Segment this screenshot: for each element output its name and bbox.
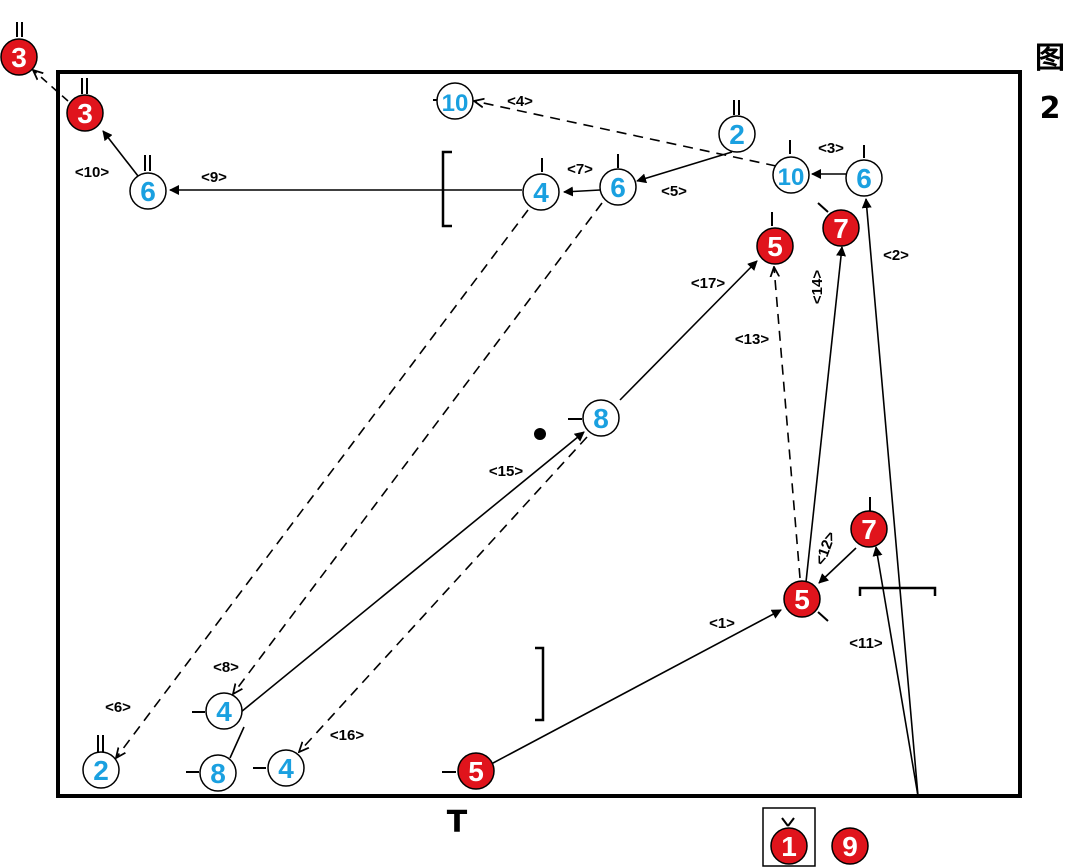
player-blue-6-right: 6 [845,159,883,197]
player-blue-6-left: 6 [129,172,167,210]
step-label-11: <11> [849,635,883,652]
line-step-12 [818,547,857,584]
player-red-5-top: 5 [756,227,794,265]
step-label-17: <17> [691,275,725,292]
player-red-1-bench: 1 [770,827,808,865]
ball-dot [534,428,546,440]
svg-text:5: 5 [767,231,783,262]
svg-text:1: 1 [781,831,797,862]
svg-text:8: 8 [210,758,226,789]
svg-text:4: 4 [278,753,294,784]
line-step-13 [774,267,801,579]
player-blue-4-mid: 4 [522,173,560,211]
line-step-11 [872,546,919,797]
step-labels: <1> <2> <3> <4> <5> <6> <7> <8> <9> <10>… [75,93,909,744]
player-blue-8-center: 8 [582,399,620,437]
player-blue-2-bottom: 2 [82,751,120,789]
svg-text:7: 7 [861,514,877,545]
player-facing-marks [16,22,871,827]
svg-text:4: 4 [533,177,549,208]
line-step-4 [474,101,777,167]
svg-text:10: 10 [778,164,805,191]
step-label-2: <2> [883,247,909,264]
figure-number: 2 [1040,91,1061,126]
line-step-8 [233,202,603,694]
line-step-15b [240,431,585,713]
player-blue-8-bottom: 8 [199,754,237,792]
player-red-9-bench: 9 [831,827,869,865]
player-red-5-bottom: 5 [457,752,495,790]
movement-lines [33,70,919,797]
screen-bracket-top [441,150,452,228]
svg-text:9: 9 [842,831,858,862]
step-label-16: <16> [330,727,364,744]
svg-text:6: 6 [856,163,872,194]
line-step-5 [636,151,733,184]
step-label-12: <12> [812,529,840,567]
line-step-1 [477,609,782,772]
line-step-3-out [33,70,69,102]
svg-text:8: 8 [593,403,609,434]
step-label-10: <10> [75,164,109,181]
player-red-7-low: 7 [850,510,888,548]
step-label-1: <1> [709,615,735,632]
svg-text:2: 2 [93,755,109,786]
step-label-9: <9> [201,169,227,186]
player-blue-2-top: 2 [718,115,756,153]
player-blue-4-bottom: 4 [267,749,305,787]
svg-text:3: 3 [77,98,93,129]
svg-text:5: 5 [468,756,484,787]
svg-text:6: 6 [140,176,156,207]
screen-bracket-mid [535,646,545,722]
player-red-3: 3 [66,94,104,132]
step-label-3: <3> [818,140,844,157]
line-step-7 [563,186,601,197]
svg-text:10: 10 [442,90,469,117]
step-label-7: <7> [567,161,593,178]
step-label-4: <4> [507,93,533,110]
line-step-15 [229,726,245,759]
step-label-13: <13> [735,331,769,348]
step-label-6: <6> [105,699,131,716]
line-step-17 [619,260,758,401]
line-step-14 [805,246,847,583]
svg-text:4: 4 [216,696,232,727]
svg-text:3: 3 [11,42,27,73]
player-red-7-top: 7 [822,209,860,247]
screen-bracket-right [858,586,937,596]
svg-text:6: 6 [610,172,626,203]
step-label-15: <15> [489,463,523,480]
line-step-6 [116,209,529,758]
figure-title-char: 图 [1035,41,1065,76]
player-red-3-outside: 3 [0,38,38,76]
svg-text:7: 7 [833,213,849,244]
step-label-14: <14> [809,270,826,304]
bench-box [762,807,816,867]
baseline-t-marker: T [447,805,468,840]
step-label-5: <5> [661,183,687,200]
line-step-2 [861,198,919,797]
line-step-16 [299,436,588,752]
player-blue-10-right: 10 [772,156,810,194]
player-blue-10-top: 10 [436,82,474,120]
line-step-10 [102,130,139,177]
svg-text:5: 5 [794,584,810,615]
player-blue-6-mid: 6 [599,168,637,206]
svg-text:2: 2 [729,119,745,150]
player-blue-4-lowleft: 4 [205,692,243,730]
player-red-5-low: 5 [783,580,821,618]
step-label-8: <8> [213,659,239,676]
court-boundary [56,70,1022,798]
